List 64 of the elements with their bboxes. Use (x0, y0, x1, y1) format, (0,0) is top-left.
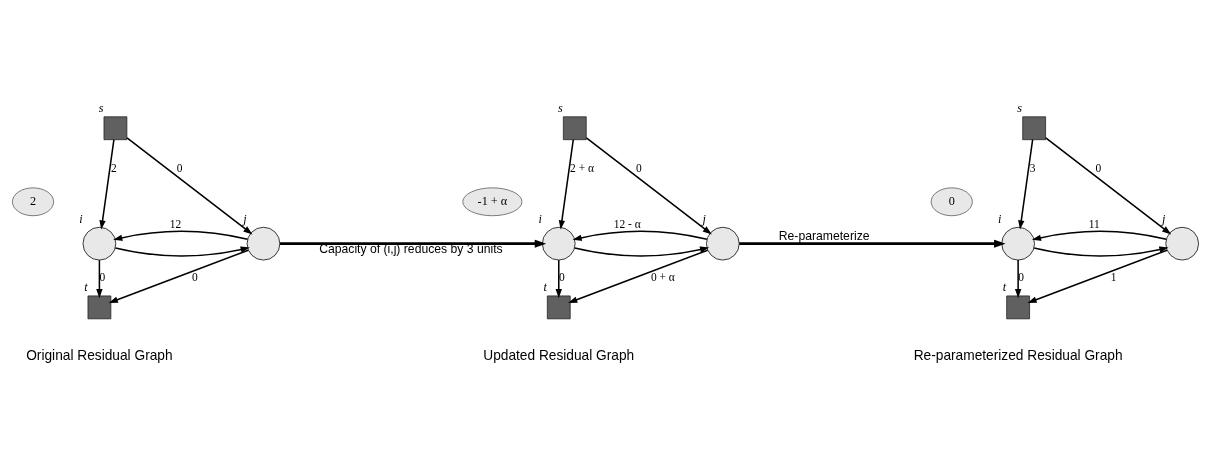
edge-label: 0 + α (650, 270, 675, 283)
arrow (1018, 138, 1034, 230)
node-label: s (98, 101, 104, 116)
node-label: i (79, 211, 83, 226)
edge-label: 3 (1029, 162, 1036, 175)
edge-label: Re-parameterize (778, 228, 870, 243)
node-label: s (558, 101, 563, 116)
node-box (1022, 116, 1046, 141)
arrow (1031, 230, 1168, 241)
arrow (113, 230, 249, 241)
arrow (99, 138, 115, 230)
arrow (572, 230, 708, 241)
edge-label: 0 (558, 270, 565, 283)
arrow (1027, 249, 1168, 304)
label: Re-parameterized Residual Graph (913, 347, 1123, 363)
node-circle (542, 226, 576, 261)
node-circle (1165, 226, 1199, 261)
edge-label: 2 (111, 162, 117, 175)
node-box (1006, 295, 1030, 320)
arrow (1033, 246, 1169, 257)
node-label: s (1017, 101, 1023, 116)
node-ellipse: 2 (12, 187, 54, 217)
arrow (114, 246, 250, 257)
node-label: i (997, 211, 1002, 226)
arrow (108, 249, 250, 304)
edge-label: 2 + α (570, 162, 594, 175)
arrow (739, 239, 1006, 248)
node-box (87, 295, 112, 320)
edge-label: 0 (191, 270, 198, 283)
arrow (555, 259, 562, 299)
node-label: t (543, 280, 547, 295)
edge-label: 12 - α (613, 217, 641, 230)
node-box (562, 116, 587, 141)
node-ellipse: -1 + α (462, 187, 523, 217)
node-label: j (1161, 211, 1166, 226)
arrow (558, 138, 575, 230)
edge-label: 1 (1110, 270, 1117, 283)
node-label: i (538, 211, 542, 226)
node-circle (82, 226, 117, 261)
label: Original Residual Graph (26, 347, 173, 363)
edge-label: 0 (176, 162, 183, 175)
node-circle (706, 226, 740, 261)
node-box (546, 295, 571, 320)
node-ellipse: 0 (930, 187, 973, 217)
arrow (574, 246, 710, 257)
node-label: t (84, 280, 88, 295)
arrow (279, 239, 547, 248)
arrow (1045, 137, 1172, 235)
edge-label: 11 (1088, 217, 1100, 230)
edge-label: 0 (99, 270, 106, 283)
edge-label: 0 (1095, 162, 1102, 175)
arrow (585, 137, 712, 235)
node-label: j (702, 211, 706, 226)
edge-label: 0 (636, 162, 642, 175)
label: Updated Residual Graph (483, 347, 635, 363)
edge-label: 12 (169, 217, 182, 230)
node-label: j (243, 211, 247, 226)
node-box (103, 116, 128, 141)
arrow (126, 137, 253, 235)
node-label: t (1002, 280, 1007, 295)
node-circle (246, 226, 281, 261)
node-circle (1001, 226, 1035, 261)
arrow (96, 259, 103, 299)
arrow (568, 249, 709, 304)
